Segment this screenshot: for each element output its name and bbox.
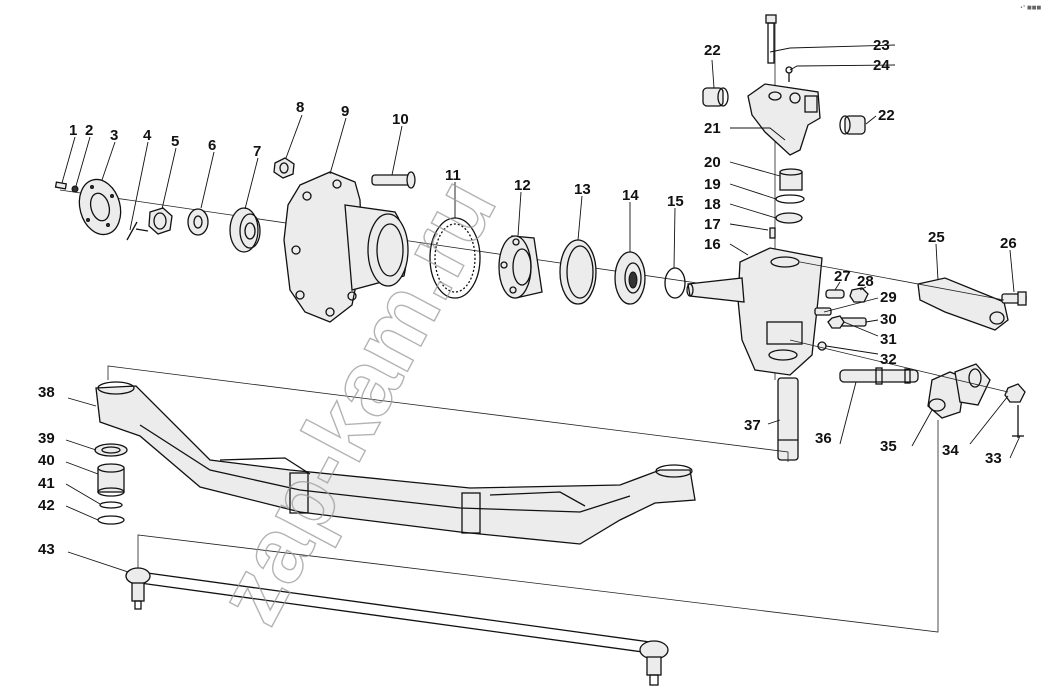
callout-11: 11 [445,167,461,184]
callout-9: 9 [341,103,349,120]
part-38-axle-beam [95,381,696,545]
part-36-kingpin [839,367,919,385]
part-12-bearing [498,235,543,299]
part-9-wheel-hub [283,171,409,323]
part-27-pin [825,289,845,299]
tie-rod-end-left [125,567,151,610]
part-10-wheel-stud [371,171,416,189]
callout-22-right: 22 [878,107,895,124]
part-26-bolt [1001,291,1027,306]
part-3-cover-plate [78,178,122,236]
hub-assembly [54,157,746,323]
knuckle-assembly [686,14,1027,461]
part-23-bolt [765,14,777,64]
callout-19: 19 [704,176,721,193]
part-28-nut [849,287,869,303]
leader-lines [61,44,1021,573]
part-4-cotter-pin [126,221,149,241]
part-42-snap-ring [97,515,125,525]
callout-31: 31 [880,331,897,348]
part-35-bracket [927,371,966,419]
callout-22-left: 22 [704,42,721,59]
part-15-o-ring [664,267,686,299]
part-31-nut [827,315,845,329]
part-18-thrust-washer [775,212,803,224]
assembly-guide-lines [107,261,1009,633]
callout-41: 41 [38,475,55,492]
part-5-castle-nut [148,207,173,235]
part-16-steering-knuckle [686,247,823,376]
callout-labels: 1 2 3 4 5 6 7 8 9 10 11 12 13 14 15 16 1… [38,37,1017,558]
part-43-tie-rod [125,567,669,686]
part-25-tie-rod-arm [917,277,1009,331]
callout-32: 32 [880,351,897,368]
tie-rod-end-right [639,640,669,686]
callout-10: 10 [392,111,409,128]
part-7-bearing [229,207,261,253]
part-40-bushing [97,463,125,497]
part-24-grease-nipple [785,66,793,82]
callout-8: 8 [296,99,304,116]
callout-4: 4 [143,127,152,144]
part-32-grease-nipple [817,341,827,351]
callout-13: 13 [574,181,591,198]
part-29-bolt [814,307,832,316]
callout-36: 36 [815,430,832,447]
part-6-washer [187,208,209,236]
callout-37: 37 [744,417,761,434]
callout-30: 30 [880,311,897,328]
part-19-seal [775,194,805,204]
callout-38: 38 [38,384,55,401]
callout-17: 17 [704,216,721,233]
callout-1: 1 [69,122,77,139]
callout-5: 5 [171,133,179,150]
callout-21: 21 [704,120,721,137]
callout-3: 3 [110,127,118,144]
callout-28: 28 [857,273,874,290]
part-22-bushing-right [839,115,866,135]
part-39-seal [94,443,128,457]
callout-43: 43 [38,541,55,558]
part-8-nut [273,157,295,179]
callout-12: 12 [514,177,531,194]
part-17-pin [769,227,776,239]
callout-40: 40 [38,452,55,469]
callout-26: 26 [1000,235,1017,252]
callout-15: 15 [667,193,684,210]
part-33-nut-and-pin [1004,383,1026,438]
part-20-bushing [779,168,803,191]
callout-39: 39 [38,430,55,447]
part-37-king-pin [777,377,799,461]
corner-mark: •° ■■■ [1020,5,1041,11]
part-21-steering-arm-upper [747,83,821,156]
part-1-bolt [54,181,68,190]
part-2-washer [71,185,79,193]
callout-7: 7 [253,143,261,160]
callout-23: 23 [873,37,890,54]
part-34-clamp [954,363,991,406]
part-13-bearing-race [559,239,597,305]
callout-16: 16 [704,236,721,253]
callout-14: 14 [622,187,639,204]
callout-20: 20 [704,154,721,171]
callout-6: 6 [208,137,216,154]
callout-18: 18 [704,196,721,213]
callout-42: 42 [38,497,55,514]
part-14-oil-seal [614,251,646,305]
callout-24: 24 [873,57,890,74]
callout-2: 2 [85,122,93,139]
callout-29: 29 [880,289,897,306]
callout-27: 27 [834,268,851,285]
callout-25: 25 [928,229,945,246]
part-41-washer [99,501,123,509]
callout-34: 34 [942,442,959,459]
callout-35: 35 [880,438,897,455]
part-22-bushing-left [702,87,729,107]
callout-33: 33 [985,450,1002,467]
